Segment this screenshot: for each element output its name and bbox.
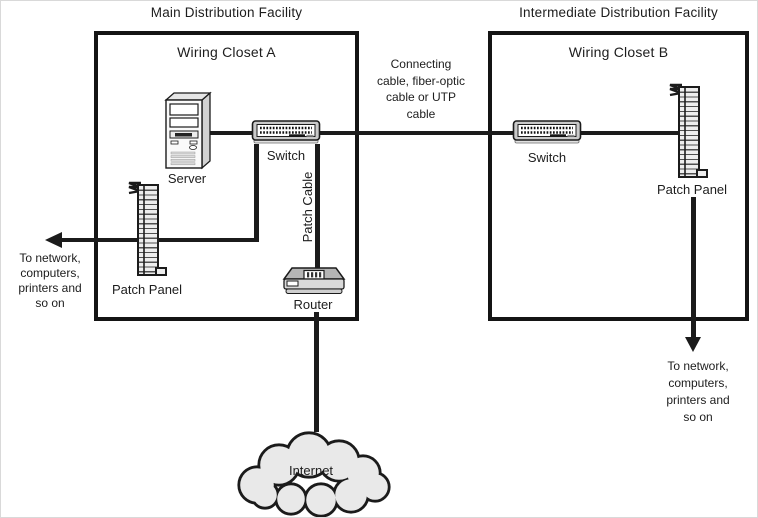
to-network-arrow-right-head bbox=[685, 337, 701, 352]
patch-panel-rail bbox=[684, 88, 686, 176]
patch-panel-b-label: Patch Panel bbox=[646, 182, 738, 197]
to-network-arrow-left-head bbox=[45, 232, 62, 248]
to-network-arrow-right-line bbox=[691, 197, 696, 338]
internet-cloud-icon bbox=[237, 431, 391, 517]
switch-a-icon bbox=[251, 120, 321, 144]
router-icon bbox=[282, 267, 346, 294]
patch-panel-a-label: Patch Panel bbox=[111, 282, 183, 297]
patch-cable-label: Patch Cable bbox=[300, 171, 315, 243]
to-network-arrow-left-line bbox=[59, 238, 259, 242]
patch-panel-b-icon bbox=[667, 83, 713, 180]
switch-to-patchpanel-line bbox=[254, 144, 259, 242]
patch-panel-rail bbox=[143, 186, 145, 274]
patch-cable-line bbox=[315, 144, 320, 270]
switch-a-label: Switch bbox=[266, 148, 306, 163]
main-connection-line bbox=[201, 131, 687, 135]
idf-box bbox=[488, 31, 749, 321]
mdf-title: Main Distribution Facility bbox=[150, 5, 303, 20]
connecting-cable-note: Connecting cable, fiber-optic cable or U… bbox=[376, 57, 466, 121]
wiring-closet-b-label: Wiring Closet B bbox=[568, 44, 669, 60]
patch-panel-foot bbox=[155, 267, 167, 276]
wiring-closet-a-label: Wiring Closet A bbox=[177, 44, 276, 60]
router-to-internet-line bbox=[314, 309, 319, 432]
patch-panel-strip bbox=[678, 86, 700, 178]
to-network-note-left: To network, computers, printers and so o… bbox=[18, 251, 82, 310]
patch-panel-strip bbox=[137, 184, 159, 276]
mdf-box bbox=[94, 31, 359, 321]
switch-b-icon bbox=[512, 120, 582, 144]
internet-label: Internet bbox=[288, 463, 334, 478]
router-label: Router bbox=[286, 297, 340, 312]
idf-title: Intermediate Distribution Facility bbox=[519, 5, 718, 20]
server-label: Server bbox=[167, 171, 207, 186]
server-icon bbox=[164, 91, 212, 170]
to-network-note-right: To network, computers, printers and so o… bbox=[666, 359, 730, 424]
patch-panel-a-icon bbox=[126, 181, 172, 278]
patch-panel-foot bbox=[696, 169, 708, 178]
switch-b-label: Switch bbox=[527, 150, 567, 165]
